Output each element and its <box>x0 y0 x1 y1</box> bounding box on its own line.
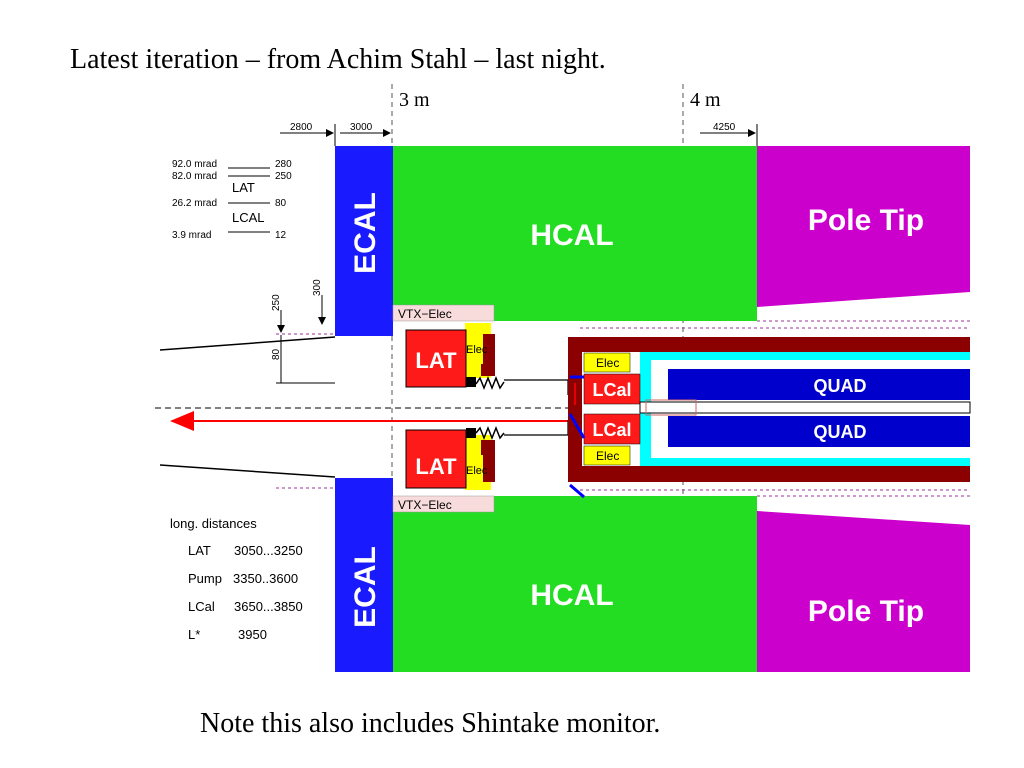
pump-bottom-flange <box>466 428 476 438</box>
lat-bottom-block <box>405 429 467 489</box>
pump-bottom-bellows <box>475 425 505 441</box>
quad-beampipe <box>639 401 971 414</box>
angle-label-lcal: LCAL <box>232 210 265 225</box>
bpm-marker <box>569 483 585 499</box>
angle-value: 12 <box>275 230 287 241</box>
pump-top-flange <box>466 377 476 387</box>
distances-table: long. distances LAT 3050...3250 Pump 335… <box>170 516 303 642</box>
lat-bottom-elec-inner <box>465 455 483 485</box>
lat-bottom-elec-label: Elec <box>466 465 488 477</box>
ecal-bottom-label: ECAL <box>349 546 382 628</box>
lat-bottom-backplate <box>481 440 495 482</box>
pole-tip-bottom <box>757 511 970 672</box>
ecal-top-block <box>335 146 393 336</box>
pole-tip-top <box>757 146 970 307</box>
lat-top-elec-inner <box>465 334 483 364</box>
quad-bottom-block <box>668 416 970 447</box>
lcal-bottom-block <box>583 413 641 445</box>
dim-300-label: 300 <box>312 279 323 296</box>
dim-80-label: 80 <box>271 348 282 360</box>
slide-headline: Latest iteration – from Achim Stahl – la… <box>70 44 606 75</box>
lat-top-block <box>405 329 467 388</box>
quad-bottom-label: QUAD <box>814 422 867 442</box>
angle-value: 280 <box>275 159 292 170</box>
lcal-top-block <box>583 373 641 405</box>
hcal-top-block <box>393 146 757 321</box>
vtx-elec-top-label: VTX−Elec <box>398 307 452 321</box>
dim-3000-label: 3000 <box>350 122 373 133</box>
distances-title: long. distances <box>170 516 257 531</box>
lcal-top-label: LCal <box>592 380 631 400</box>
lat-top-label: LAT <box>415 348 457 373</box>
vtx-elec-top <box>392 304 495 322</box>
angle-mrad: 3.9 mrad <box>172 230 211 241</box>
marker-3m-label: 3 m <box>399 89 430 111</box>
distance-name: LCal <box>188 599 215 614</box>
lcal-bottom-elec <box>583 445 631 466</box>
angle-mrad: 26.2 mrad <box>172 198 217 209</box>
lat-bottom-label: LAT <box>415 454 457 479</box>
distance-range: 3350..3600 <box>233 571 298 586</box>
beampipe-top-inner <box>504 379 569 395</box>
pump-top-bellows <box>475 375 505 391</box>
beampipe-bottom-inner <box>504 420 569 436</box>
beampipe-top <box>159 336 336 351</box>
distance-name: Pump <box>188 571 222 586</box>
angle-mrad: 82.0 mrad <box>172 171 217 182</box>
hcal-bottom-label: HCAL <box>530 579 613 612</box>
dim-4250-label: 4250 <box>713 122 736 133</box>
lcal-bottom-label: LCal <box>592 420 631 440</box>
pole-tip-top-label: Pole Tip <box>808 204 924 237</box>
angle-table: 92.0 mrad 280 82.0 mrad 250 LAT 26.2 mra… <box>172 159 292 241</box>
vtx-elec-bottom <box>392 495 495 513</box>
quad-top-label: QUAD <box>814 376 867 396</box>
quad-top-block <box>668 369 970 400</box>
angle-value: 250 <box>275 171 292 182</box>
bpm-marker <box>568 413 586 439</box>
lcal-bottom-elec-label: Elec <box>596 449 619 463</box>
dim-250-label: 250 <box>271 294 282 311</box>
distance-range: 3650...3850 <box>234 599 303 614</box>
angle-value: 80 <box>275 198 287 209</box>
lat-top-backplate <box>481 334 495 376</box>
angle-label-lat: LAT <box>232 180 255 195</box>
marker-4m-label: 4 m <box>690 89 721 111</box>
pole-tip-bottom-label: Pole Tip <box>808 595 924 628</box>
dim-2800-label: 2800 <box>290 122 313 133</box>
vtx-elec-bottom-label: VTX−Elec <box>398 498 452 512</box>
lcal-top-elec <box>583 352 631 373</box>
distance-range: 3950 <box>238 627 267 642</box>
distance-name: L* <box>188 627 200 642</box>
ecal-bottom-block <box>335 478 393 672</box>
shintake-monitor <box>645 399 697 416</box>
ecal-top-label: ECAL <box>349 192 382 274</box>
lcal-top-elec-label: Elec <box>596 356 619 370</box>
hcal-bottom-block <box>393 496 757 672</box>
slide-footnote: Note this also includes Shintake monitor… <box>200 708 661 739</box>
lat-top-elec-label: Elec <box>466 344 488 356</box>
hcal-top-label: HCAL <box>530 219 613 252</box>
distance-name: LAT <box>188 543 211 558</box>
beampipe-bottom <box>159 464 336 478</box>
distance-range: 3050...3250 <box>234 543 303 558</box>
angle-mrad: 92.0 mrad <box>172 159 217 170</box>
